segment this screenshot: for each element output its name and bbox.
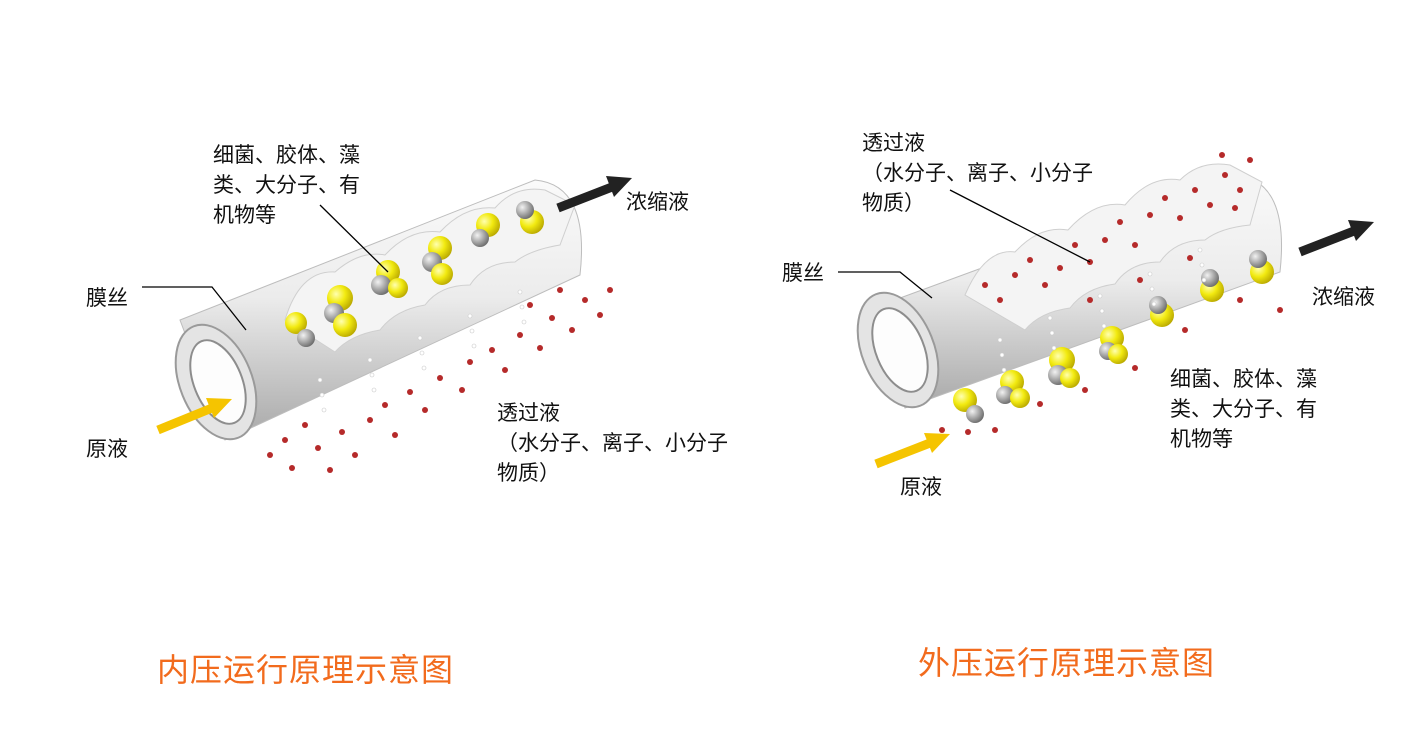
- inner-permeate-molecules: [267, 287, 613, 473]
- inner-fiber-label: 膜丝: [86, 286, 128, 310]
- outer-cutaway-edge: [964, 163, 1263, 331]
- inner-permeate-line-3: 物质）: [497, 461, 560, 485]
- inner-retained-leader: [319, 204, 389, 273]
- inner-concentrate-arrow: [556, 176, 632, 213]
- inner-tube-bore: [189, 339, 247, 425]
- outer-retained-particles: [953, 250, 1274, 423]
- inner-retained-particles: [285, 201, 544, 347]
- inner-permeate-label: 透过液 （水分子、离子、小分子 物质）: [497, 398, 728, 488]
- inner-permeate-line-1: 透过液: [497, 401, 560, 425]
- inner-retained-label: 细菌、胶体、藻 类、大分子、有 机物等: [213, 140, 360, 230]
- inner-retained-line-3: 机物等: [213, 203, 276, 227]
- outer-tube-bore: [871, 307, 929, 393]
- inner-feed-arrow: [156, 398, 232, 435]
- inner-caption: 内压运行原理示意图: [157, 651, 455, 689]
- outer-fiber-label: 膜丝: [782, 261, 824, 285]
- inner-retained-line-2: 类、大分子、有: [213, 173, 360, 197]
- inner-retained-line-1: 细菌、胶体、藻: [213, 143, 360, 167]
- outer-permeate-line-3: 物质）: [862, 191, 925, 215]
- outer-feed-label: 原液: [900, 475, 942, 499]
- outer-retained-line-1: 细菌、胶体、藻: [1170, 367, 1317, 391]
- outer-feed-arrow: [874, 433, 950, 469]
- inner-pore-dots: [317, 289, 527, 413]
- outer-retained-line-2: 类、大分子、有: [1170, 397, 1317, 421]
- inner-permeate-line-2: （水分子、离子、小分子: [497, 431, 728, 455]
- inner-feed-label: 原液: [86, 437, 128, 461]
- inner-pressure-diagram: [142, 176, 632, 473]
- outer-retained-label: 细菌、胶体、藻 类、大分子、有 机物等: [1170, 364, 1317, 454]
- outer-fiber-leader: [838, 271, 933, 299]
- inner-concentrate-label: 浓缩液: [626, 190, 689, 214]
- outer-concentrate-arrow: [1298, 220, 1374, 257]
- outer-permeate-line-2: （水分子、离子、小分子: [862, 161, 1093, 185]
- outer-concentrate-label: 浓缩液: [1312, 285, 1375, 309]
- outer-permeate-leader: [949, 189, 1091, 263]
- inner-fiber-leader: [142, 286, 247, 331]
- outer-feed-molecules: [939, 297, 1283, 435]
- outer-retained-line-3: 机物等: [1170, 427, 1233, 451]
- outer-pressure-diagram: [838, 152, 1374, 469]
- outer-pore-dots: [997, 247, 1207, 373]
- outer-permeate-line-1: 透过液: [862, 131, 925, 155]
- outer-permeate-label: 透过液 （水分子、离子、小分子 物质）: [862, 128, 1093, 218]
- outer-caption: 外压运行原理示意图: [918, 644, 1216, 682]
